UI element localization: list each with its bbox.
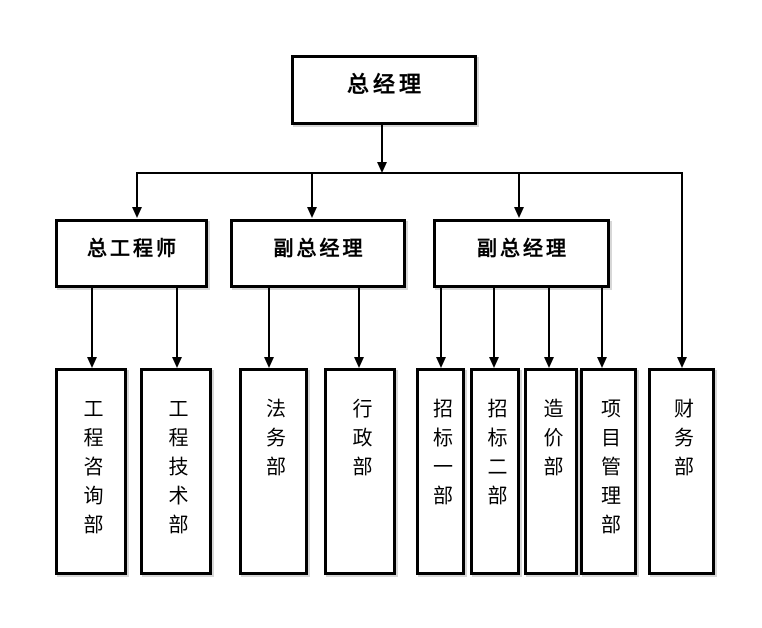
connector-to-engineering-consulting bbox=[91, 288, 93, 358]
node-project-management-label: 项目管理部 bbox=[597, 398, 620, 543]
arrowhead-to-finance bbox=[677, 357, 687, 368]
arrowhead-to-legal bbox=[264, 357, 274, 368]
node-legal-label: 法务部 bbox=[262, 398, 285, 485]
node-administration-label: 行政部 bbox=[349, 398, 371, 485]
arrowhead-to-deputy-gm-1 bbox=[307, 207, 317, 218]
connector-to-engineering-technology bbox=[176, 288, 178, 358]
arrowhead-to-cost-estimation bbox=[544, 357, 554, 368]
connector-to-deputy-gm-1 bbox=[311, 174, 313, 208]
node-project-management-dept: 项目管理部 bbox=[580, 368, 637, 575]
arrowhead-to-administration bbox=[354, 357, 364, 368]
node-deputy-gm-2: 副总经理 bbox=[433, 219, 610, 288]
arrowhead-to-chief-engineer bbox=[132, 207, 142, 218]
node-bidding-1-dept: 招标一部 bbox=[416, 368, 465, 575]
node-general-manager-label: 总经理 bbox=[346, 72, 425, 97]
node-bidding-2-dept: 招标二部 bbox=[470, 368, 520, 575]
node-engineering-consulting-label: 工程咨询部 bbox=[80, 398, 102, 543]
node-chief-engineer: 总工程师 bbox=[55, 219, 208, 288]
connector-to-legal bbox=[268, 288, 270, 358]
node-bidding-2-label: 招标二部 bbox=[484, 398, 506, 514]
node-deputy-gm-2-label: 副总经理 bbox=[477, 238, 569, 260]
node-finance-label: 财务部 bbox=[670, 398, 693, 485]
node-cost-estimation-label: 造价部 bbox=[540, 398, 562, 485]
connector-to-finance bbox=[681, 172, 683, 358]
connector-to-deputy-gm-2 bbox=[518, 174, 520, 208]
node-deputy-gm-1-label: 副总经理 bbox=[273, 238, 366, 260]
connector-to-administration bbox=[358, 288, 360, 358]
connector-to-bidding-1 bbox=[440, 288, 442, 358]
arrowhead-root-stem bbox=[377, 162, 387, 173]
arrowhead-to-deputy-gm-2 bbox=[514, 207, 524, 218]
arrowhead-to-engineering-consulting bbox=[87, 357, 97, 368]
node-legal-dept: 法务部 bbox=[239, 368, 308, 575]
node-engineering-technology-dept: 工程技术部 bbox=[140, 368, 212, 575]
node-cost-estimation-dept: 造价部 bbox=[524, 368, 578, 575]
connector-to-project-management bbox=[601, 288, 603, 358]
connector-root-stem bbox=[381, 125, 383, 163]
node-deputy-gm-1: 副总经理 bbox=[230, 219, 406, 288]
arrowhead-to-project-management bbox=[597, 357, 607, 368]
node-bidding-1-label: 招标一部 bbox=[429, 398, 452, 514]
connector-to-chief-engineer bbox=[136, 174, 138, 208]
connector-to-cost-estimation bbox=[548, 288, 550, 358]
arrowhead-to-bidding-1 bbox=[436, 357, 446, 368]
node-engineering-consulting-dept: 工程咨询部 bbox=[55, 368, 127, 575]
node-administration-dept: 行政部 bbox=[324, 368, 396, 575]
node-chief-engineer-label: 总工程师 bbox=[87, 238, 179, 260]
connector-to-bidding-2 bbox=[493, 288, 495, 358]
arrowhead-to-bidding-2 bbox=[489, 357, 499, 368]
arrowhead-to-engineering-technology bbox=[172, 357, 182, 368]
connector-bus-line bbox=[136, 172, 683, 174]
node-engineering-technology-label: 工程技术部 bbox=[165, 398, 187, 543]
node-general-manager: 总经理 bbox=[291, 55, 477, 125]
node-finance-dept: 财务部 bbox=[648, 368, 715, 575]
